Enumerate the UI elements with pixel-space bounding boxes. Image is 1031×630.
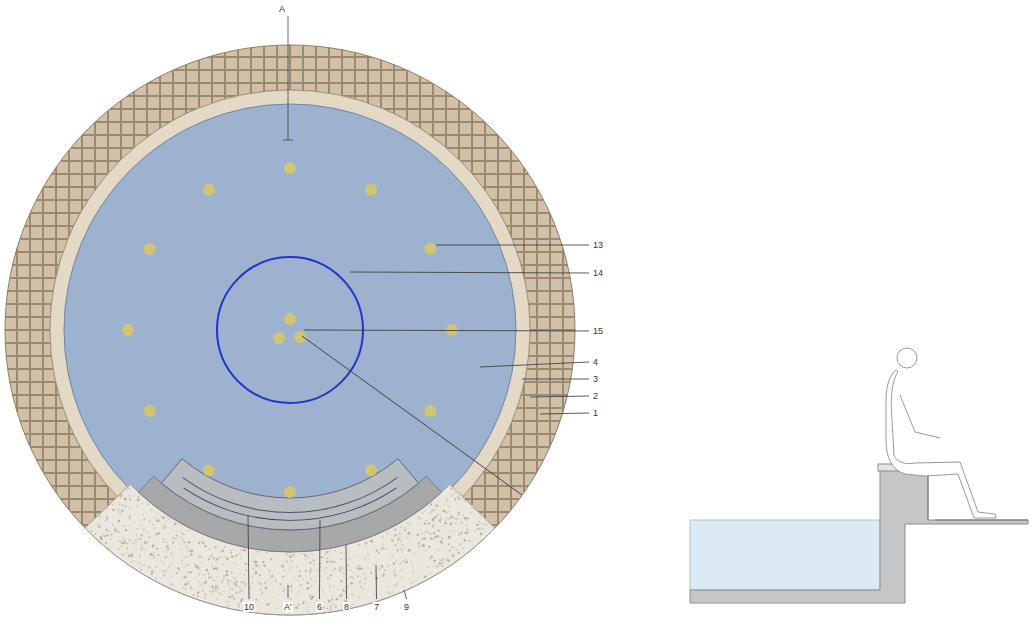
leader-lines bbox=[248, 245, 589, 599]
leader-line bbox=[302, 336, 522, 495]
callout-number: 14 bbox=[592, 268, 604, 278]
callout-number: 8 bbox=[343, 602, 350, 612]
section-line bbox=[288, 585, 289, 598]
step-edge bbox=[182, 477, 397, 513]
step-band bbox=[161, 459, 418, 530]
callout-number: 7 bbox=[373, 602, 380, 612]
leader-line bbox=[522, 379, 589, 380]
leader-line bbox=[346, 545, 348, 599]
callout-number: A' bbox=[283, 602, 293, 612]
leader-line bbox=[319, 520, 320, 599]
leader-line bbox=[350, 272, 589, 273]
leader-line bbox=[304, 330, 589, 331]
leader-line bbox=[436, 245, 589, 246]
callout-number: A bbox=[278, 4, 286, 14]
callout-number: 3 bbox=[592, 374, 599, 384]
callout-number: 1 bbox=[592, 408, 599, 418]
leader-line bbox=[480, 362, 589, 367]
callout-number: 6 bbox=[316, 602, 323, 612]
leader-line bbox=[248, 515, 249, 599]
callout-number: 10 bbox=[243, 602, 255, 612]
leader-line bbox=[376, 565, 378, 599]
callout-number: 4 bbox=[592, 357, 599, 367]
callout-number: 2 bbox=[592, 391, 599, 401]
paver-ring bbox=[5, 45, 575, 615]
callout-number: 13 bbox=[592, 240, 604, 250]
leader-line bbox=[404, 590, 407, 599]
seated-person bbox=[886, 348, 996, 518]
leader-line bbox=[530, 396, 589, 397]
section-line bbox=[283, 16, 293, 140]
callout-number: 9 bbox=[403, 602, 410, 612]
pool-section bbox=[690, 464, 1028, 603]
callout-number: 15 bbox=[592, 326, 604, 336]
leader-line bbox=[540, 413, 589, 414]
